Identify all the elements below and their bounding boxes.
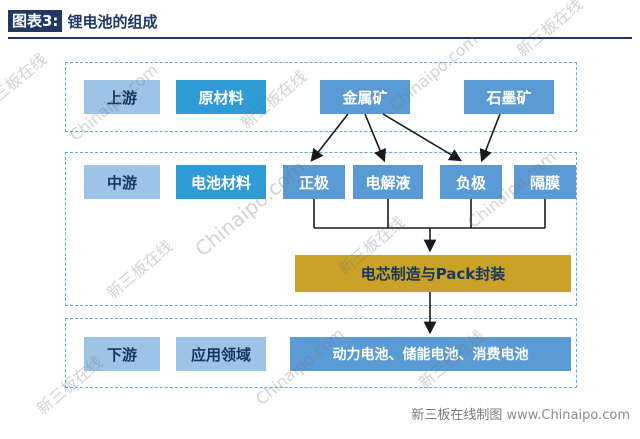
node-cell-pack-assembly: 电芯制造与Pack封装 (295, 255, 571, 292)
node-battery-applications: 动力电池、储能电池、消费电池 (290, 337, 571, 371)
node-upstream-stage: 上游 (84, 80, 160, 114)
arrow-metal-to-cathode (310, 113, 349, 162)
arrow-metal-to-anode (382, 113, 463, 162)
node-separator: 隔膜 (514, 165, 576, 199)
credit-url: www.Chinaipo.com (506, 408, 630, 423)
node-raw-materials: 原材料 (176, 80, 266, 114)
title-divider (8, 37, 632, 39)
node-electrolyte: 电解液 (353, 165, 423, 199)
downstream-band (65, 318, 577, 388)
node-application-field: 应用领域 (176, 337, 266, 371)
figure-number-tag: 图表3: (8, 10, 63, 32)
footer-credit: 新三板在线制图 www.Chinaipo.com (411, 404, 630, 423)
node-cathode: 正极 (283, 165, 345, 199)
node-metal-ore: 金属矿 (320, 80, 410, 114)
node-midstream-stage: 中游 (84, 165, 160, 199)
credit-text: 新三板在线制图 (411, 408, 503, 423)
figure-title: 图表3: 锂电池的组成 (8, 10, 632, 32)
node-anode: 负极 (440, 165, 502, 199)
node-downstream-stage: 下游 (84, 337, 160, 371)
figure-header: 图表3: 锂电池的组成 (8, 10, 632, 32)
node-graphite-ore: 石墨矿 (464, 80, 554, 114)
upstream-band (65, 62, 577, 132)
arrow-graphite-to-anode (479, 113, 501, 163)
arrow-metal-to-electrolyte (364, 113, 386, 163)
figure-title-text: 锂电池的组成 (67, 12, 158, 31)
node-battery-materials: 电池材料 (176, 165, 266, 199)
